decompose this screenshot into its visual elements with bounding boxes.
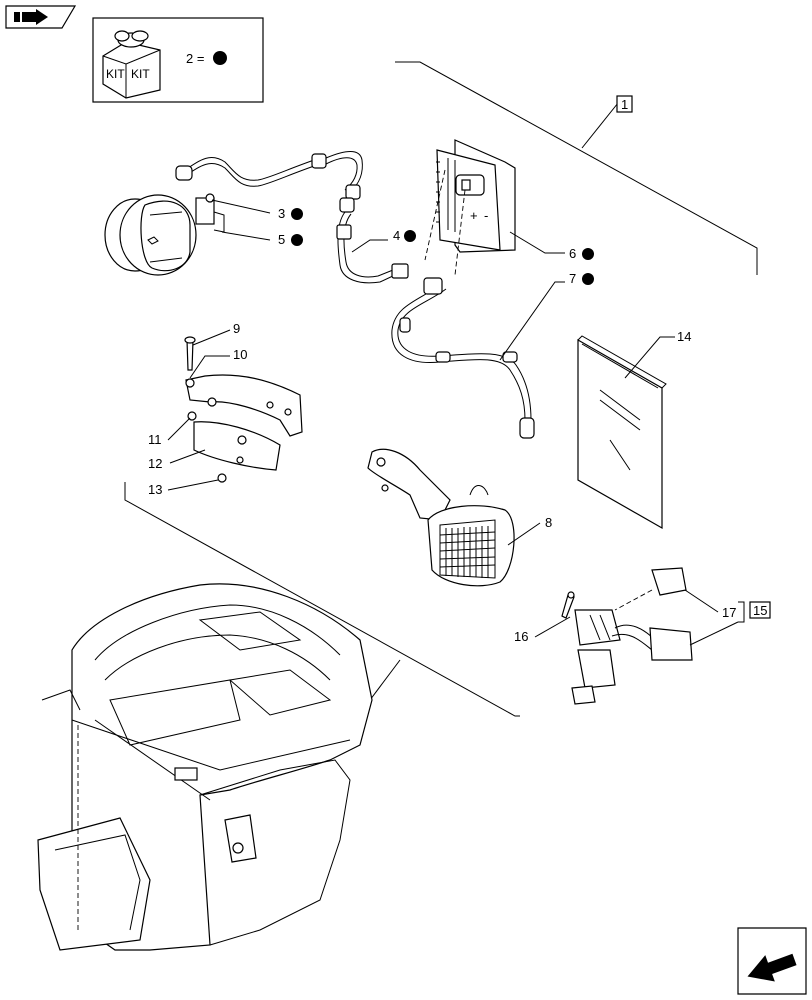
nut-13 xyxy=(217,473,227,483)
screw-16 xyxy=(561,591,575,619)
next-page-arrow-icon[interactable] xyxy=(737,927,807,995)
kit-dot-4 xyxy=(404,230,416,242)
callout-10: 10 xyxy=(233,347,247,362)
callout-1: 1 xyxy=(395,61,758,275)
control-module: + - xyxy=(436,139,516,253)
callout-15-box xyxy=(749,601,771,619)
kit-text-right: KIT xyxy=(131,67,150,81)
callout-9: 9 xyxy=(233,321,240,336)
kit-dot-6 xyxy=(582,248,594,260)
kit-dot-7 xyxy=(582,273,594,285)
bracket-10 xyxy=(185,374,303,437)
cab-bracket-line xyxy=(124,482,520,717)
svg-text:-: - xyxy=(484,208,488,223)
clamp-12 xyxy=(193,421,281,471)
callout-17: 17 xyxy=(722,605,736,620)
callout-3: 3 xyxy=(278,206,285,221)
svg-text:1: 1 xyxy=(621,97,628,112)
folder-arrow-icon[interactable] xyxy=(5,5,77,29)
kit-box-icon: KIT KIT xyxy=(102,30,161,99)
leader-lines xyxy=(167,199,745,646)
bolt-9 xyxy=(184,336,196,371)
cable-4 xyxy=(336,211,409,284)
svg-text:+: + xyxy=(470,208,478,223)
kit-text-left: KIT xyxy=(106,67,125,81)
kit-symbol-dot xyxy=(213,51,227,65)
harness-7 xyxy=(391,277,535,439)
callout-12: 12 xyxy=(148,456,162,471)
kit-legend: KIT KIT 2 = xyxy=(92,17,264,103)
callout-13: 13 xyxy=(148,482,162,497)
wiring-harness xyxy=(175,151,363,213)
callout-15: 15 xyxy=(753,603,767,618)
kit-dot-5 xyxy=(291,234,303,246)
callout-4: 4 xyxy=(393,228,400,243)
kit-dot-3 xyxy=(291,208,303,220)
callout-14: 14 xyxy=(677,329,691,344)
callout-7: 7 xyxy=(569,271,576,286)
kit-quantity-label: 2 = xyxy=(186,51,204,66)
switch-assembly xyxy=(571,567,693,705)
work-lamp-round xyxy=(104,193,225,276)
work-lamp-rect xyxy=(367,448,515,587)
callout-8: 8 xyxy=(545,515,552,530)
tractor-cab xyxy=(37,583,373,951)
callout-6: 6 xyxy=(569,246,576,261)
instruction-manual xyxy=(577,335,667,530)
callout-11: 11 xyxy=(148,432,162,447)
callout-5: 5 xyxy=(278,232,285,247)
callout-16: 16 xyxy=(514,629,528,644)
